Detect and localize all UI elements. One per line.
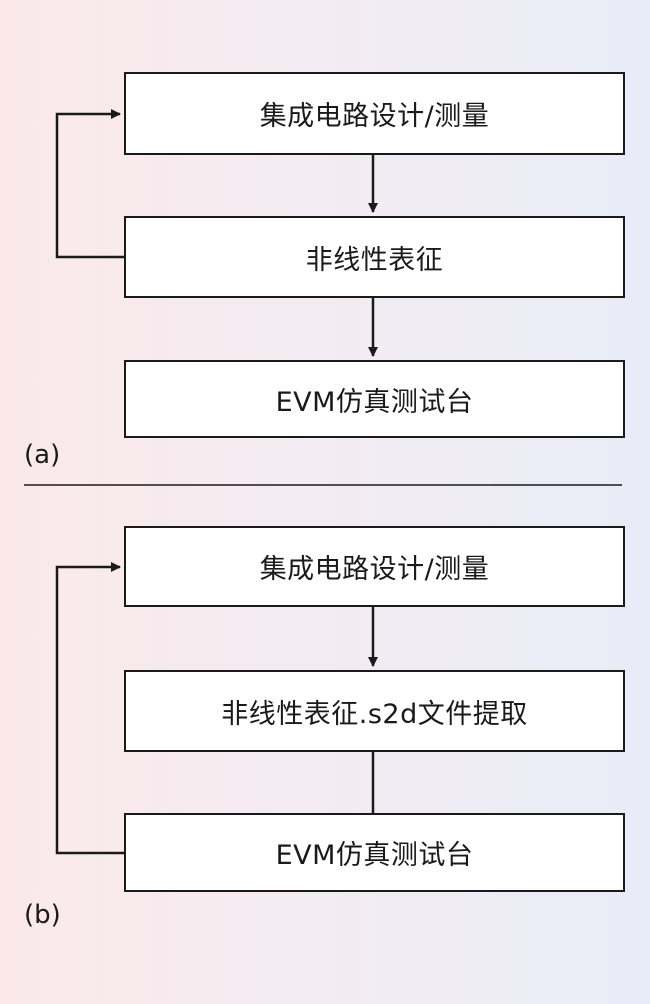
feedback-arrow-a: [55, 109, 124, 259]
b-nonlinear-s2d-extraction-box: 非线性表征.s2d文件提取: [124, 670, 625, 752]
b-evm-testbench-box: EVM仿真测试台: [124, 813, 625, 892]
a-evm-testbench-box: EVM仿真测试台: [124, 360, 625, 438]
feedback-arrow-b: [55, 562, 124, 855]
panel-a-label: (a): [24, 440, 61, 470]
panel-b-label: (b): [24, 900, 61, 930]
b-ic-design-measurement-box: 集成电路设计/测量: [124, 526, 625, 607]
a-ic-design-measurement-box: 集成电路设计/测量: [124, 72, 625, 155]
a-nonlinear-characterization-box: 非线性表征: [124, 216, 625, 298]
